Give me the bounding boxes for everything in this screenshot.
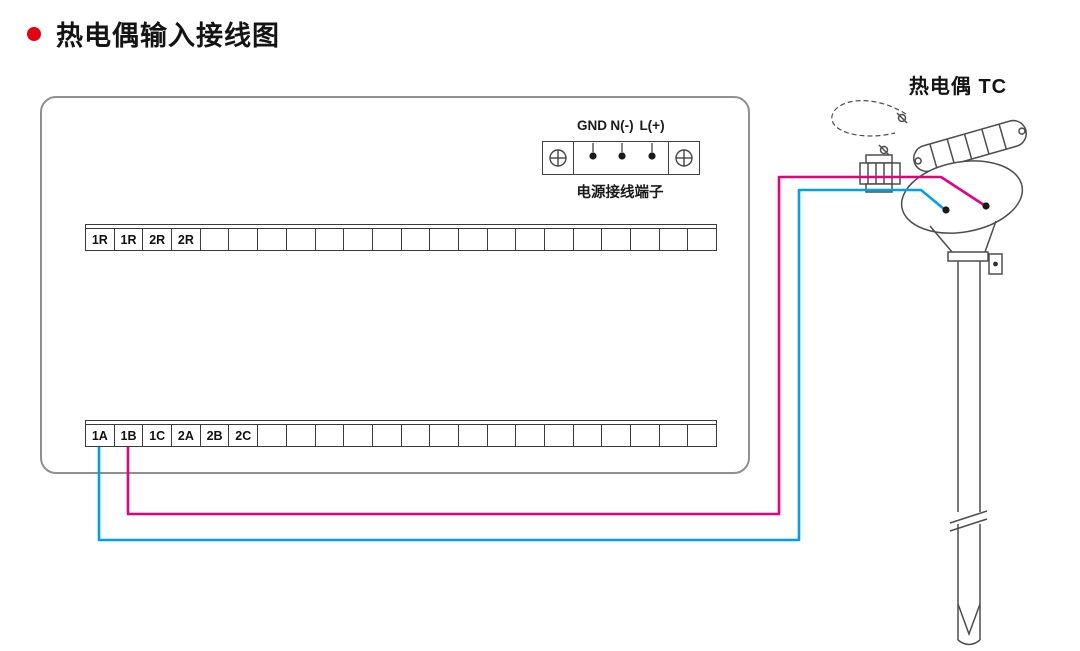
- terminal-cell-1b: 1B: [115, 425, 144, 446]
- screw-icon: [675, 149, 693, 167]
- terminal-cell-empty: [316, 425, 345, 446]
- terminal-cell-1c: 1C: [143, 425, 173, 446]
- tc-terminal-dot-right: [982, 202, 990, 210]
- terminal-cell-empty: [574, 229, 603, 250]
- terminal-cell-empty: [258, 425, 287, 446]
- tc-side-box: [988, 253, 1003, 275]
- terminal-cell-2b: 2B: [201, 425, 230, 446]
- terminal-cell-1r: 1R: [86, 229, 115, 250]
- terminal-cell-empty: [402, 229, 431, 250]
- terminal-cell-empty: [316, 229, 345, 250]
- terminal-cell-empty: [459, 425, 488, 446]
- terminal-cell-empty: [574, 425, 603, 446]
- label-line: L(+): [639, 118, 665, 133]
- page-title: 热电偶输入接线图: [56, 21, 280, 51]
- terminal-cell-empty: [459, 229, 488, 250]
- terminal-cell-empty: [602, 229, 632, 250]
- power-terminal-labels: GND N(-) L(+): [542, 118, 698, 136]
- terminal-cell-empty: [602, 425, 632, 446]
- power-contact-strip: [573, 142, 669, 174]
- terminal-cell-2c: 2C: [229, 425, 259, 446]
- tc-probe: [949, 261, 988, 646]
- probe-break-mark: [949, 518, 988, 532]
- terminal-cell-empty: [344, 229, 373, 250]
- terminal-cell-empty: [488, 229, 517, 250]
- terminal-cell-empty: [631, 229, 660, 250]
- terminal-cell-1r: 1R: [115, 229, 144, 250]
- tc-tip-v: [957, 603, 981, 637]
- thermocouple-label: 热电偶 TC: [908, 76, 1008, 98]
- terminal-cell-empty: [660, 425, 689, 446]
- screw-terminal-right: [669, 142, 699, 174]
- terminal-cell-2r: 2R: [172, 229, 201, 250]
- tc-screw-top: [896, 112, 908, 124]
- terminal-cell-1a: 1A: [86, 425, 115, 446]
- contact-gnd: [589, 152, 597, 160]
- screw-icon: [549, 149, 567, 167]
- thermocouple-drawing: [831, 100, 1028, 646]
- tc-collar: [947, 251, 989, 262]
- terminal-cell-empty: [258, 229, 287, 250]
- tc-neck: [929, 220, 997, 253]
- terminal-cell-empty: [430, 425, 459, 446]
- terminal-cell-empty: [287, 229, 316, 250]
- tc-cap: [912, 119, 1028, 173]
- terminal-cell-empty: [402, 425, 431, 446]
- page-title-row: 热电偶输入接线图: [26, 14, 280, 53]
- tc-terminal-dot-left: [942, 206, 950, 214]
- terminal-cell-empty: [229, 229, 259, 250]
- power-terminal-block: [542, 141, 700, 175]
- power-terminal-caption: 电源接线端子: [576, 185, 664, 201]
- terminal-cell-empty: [688, 425, 716, 446]
- screw-terminal-left: [543, 142, 573, 174]
- tc-head: [900, 160, 1024, 234]
- terminal-cell-empty: [344, 425, 373, 446]
- bullet-icon: [27, 26, 41, 41]
- terminal-cell-empty: [488, 425, 517, 446]
- terminal-cell-2r: 2R: [143, 229, 173, 250]
- terminal-cell-empty: [287, 425, 316, 446]
- probe-break-mark: [949, 510, 988, 524]
- terminal-cell-empty: [373, 229, 402, 250]
- label-gnd: GND: [577, 118, 607, 133]
- terminal-cell-empty: [430, 229, 459, 250]
- cap-swing-dashed-path: [831, 100, 907, 137]
- terminal-cell-empty: [545, 229, 574, 250]
- terminal-cell-empty: [631, 425, 660, 446]
- terminal-cell-empty: [545, 425, 574, 446]
- terminal-cell-empty: [660, 229, 689, 250]
- terminal-cell-empty: [373, 425, 402, 446]
- contact-line: [648, 152, 656, 160]
- tc-fitting: [859, 154, 901, 193]
- terminal-cell-empty: [516, 425, 545, 446]
- probe-break-gap: [954, 512, 984, 524]
- tc-screw-side: [878, 144, 890, 156]
- terminal-cell-empty: [516, 229, 545, 250]
- terminal-cell-empty: [688, 229, 716, 250]
- terminal-cell-empty: [201, 229, 230, 250]
- contact-neutral: [618, 152, 626, 160]
- terminal-cell-2a: 2A: [172, 425, 201, 446]
- power-contacts: [589, 143, 656, 160]
- label-neutral: N(-): [610, 118, 634, 133]
